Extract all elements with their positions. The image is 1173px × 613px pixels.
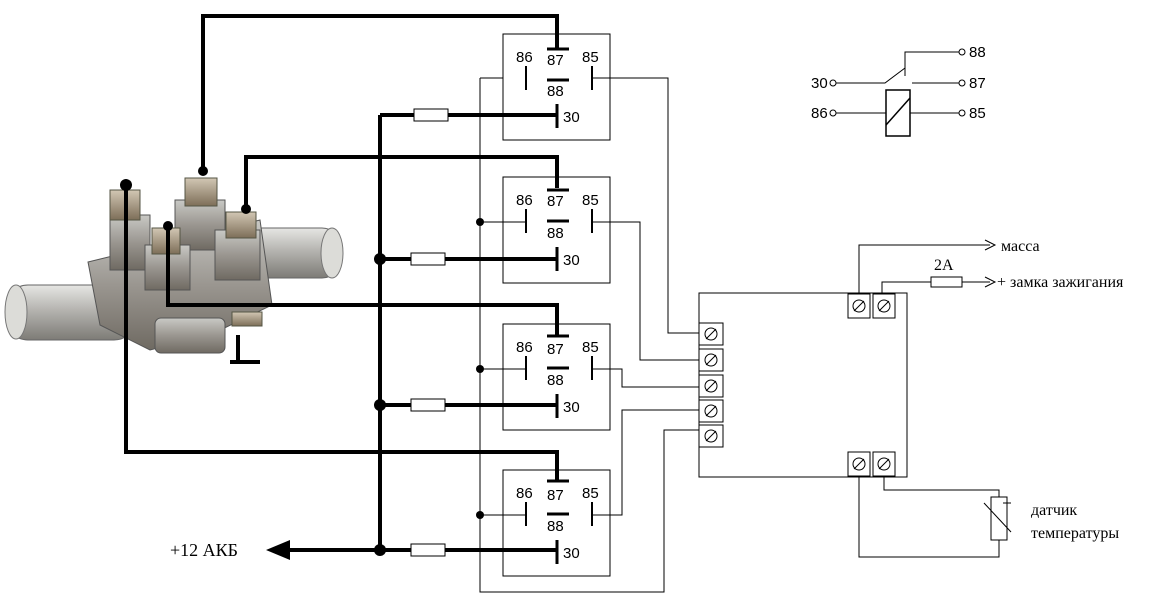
pin-87-label: 87 [547, 193, 564, 210]
relay-3: 86 87 85 88 30 [502, 323, 611, 431]
sensor-label-line2: температуры [1031, 525, 1119, 542]
battery-label: +12 АКБ [170, 540, 238, 560]
pin-86-label: 86 [516, 485, 533, 502]
pin-30-label: 30 [563, 109, 580, 126]
ignition-arrow [984, 276, 997, 288]
pin-88-label: 88 [547, 225, 564, 242]
relay-1: 86 87 85 88 30 [502, 33, 611, 141]
pin-88-label: 88 [547, 518, 564, 535]
terminal-strip-top [847, 293, 896, 319]
fuse-rating-label: 2А [934, 257, 954, 274]
power-wires [124, 14, 559, 552]
terminal-strip-bottom [847, 451, 896, 477]
pin-86-label: 86 [516, 49, 533, 66]
ignition-label: + замка зажигания [997, 274, 1124, 291]
relay-4: 86 87 85 88 30 [502, 469, 611, 577]
schematic-88-label: 88 [969, 44, 986, 61]
pin-88-label: 88 [547, 372, 564, 389]
pin-86-label: 86 [516, 192, 533, 209]
temperature-sensor-symbol [983, 496, 1012, 541]
schematic-87-label: 87 [969, 75, 986, 92]
pin-30-label: 30 [563, 252, 580, 269]
battery-arrow [266, 540, 290, 560]
pin-85-label: 85 [582, 339, 599, 356]
controller-outputs [858, 244, 1000, 558]
sensor-label-line1: датчик [1031, 502, 1077, 519]
pin-87-label: 87 [547, 52, 564, 69]
schematic-85-label: 85 [969, 105, 986, 122]
pump-switch-image [4, 177, 344, 354]
pin-85-label: 85 [582, 49, 599, 66]
control-wires [479, 77, 699, 593]
relays: 86 87 85 88 30 86 87 85 88 30 86 [502, 33, 611, 577]
pin-30-label: 30 [563, 545, 580, 562]
relay-2: 86 87 85 88 30 [502, 176, 611, 284]
schematic-30-label: 30 [811, 75, 828, 92]
schematic-86-label: 86 [811, 105, 828, 122]
pin-87-label: 87 [547, 487, 564, 504]
ground-label: масса [1001, 238, 1040, 255]
pin-88-label: 88 [547, 83, 564, 100]
pin-87-label: 87 [547, 341, 564, 358]
pin-85-label: 85 [582, 192, 599, 209]
ground-arrow [984, 239, 997, 251]
pin-85-label: 85 [582, 485, 599, 502]
pin-30-label: 30 [563, 399, 580, 416]
controller-block [698, 292, 908, 478]
terminal-strip-left [698, 322, 724, 448]
pin-86-label: 86 [516, 339, 533, 356]
fuse-2a [930, 276, 963, 288]
fuses [410, 108, 449, 557]
relay-schematic: 30 86 88 87 85 [811, 44, 986, 137]
